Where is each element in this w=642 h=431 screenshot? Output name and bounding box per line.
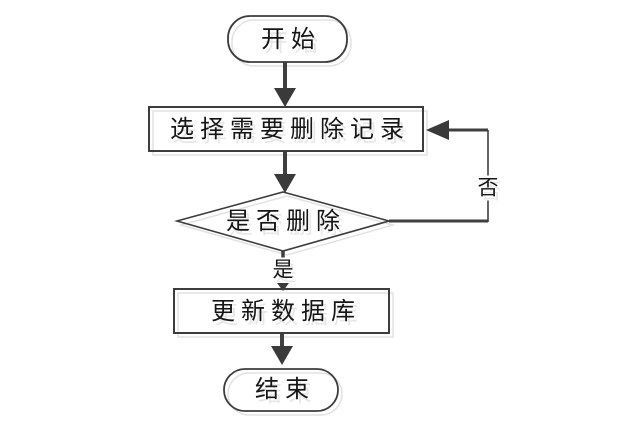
yes-edge-label: 是 (271, 257, 295, 283)
decision-node-echo (178, 195, 396, 256)
arrowhead-update-to-end (271, 346, 293, 365)
arrowhead-select-to-decision (274, 174, 296, 193)
shape-layer (148, 15, 424, 412)
connector-layer (271, 62, 489, 365)
end-node-label: 结束 (255, 377, 315, 403)
no-edge-label: 否 (476, 175, 500, 201)
update-node-label: 更新数据库 (211, 299, 361, 325)
start-node-echo (231, 19, 352, 67)
decision-node-label: 是否删除 (226, 209, 346, 235)
start-node-label: 开始 (261, 27, 321, 53)
update-node-echo (177, 292, 394, 338)
update-node-shape (173, 288, 390, 334)
arrowhead-decision-to-update (277, 283, 289, 291)
start-node-shape (227, 15, 348, 63)
arrowhead-start-to-select (274, 88, 296, 107)
end-node-shape (223, 368, 339, 412)
decision-node-shape (174, 191, 392, 252)
select-node-echo (152, 110, 428, 156)
select-node-shape (148, 106, 424, 152)
select-node-label: 选择需要删除记录 (170, 117, 410, 143)
end-node-echo (227, 372, 343, 416)
echo-layer (152, 19, 428, 416)
arrowhead-no-loop-to-select (426, 120, 449, 140)
